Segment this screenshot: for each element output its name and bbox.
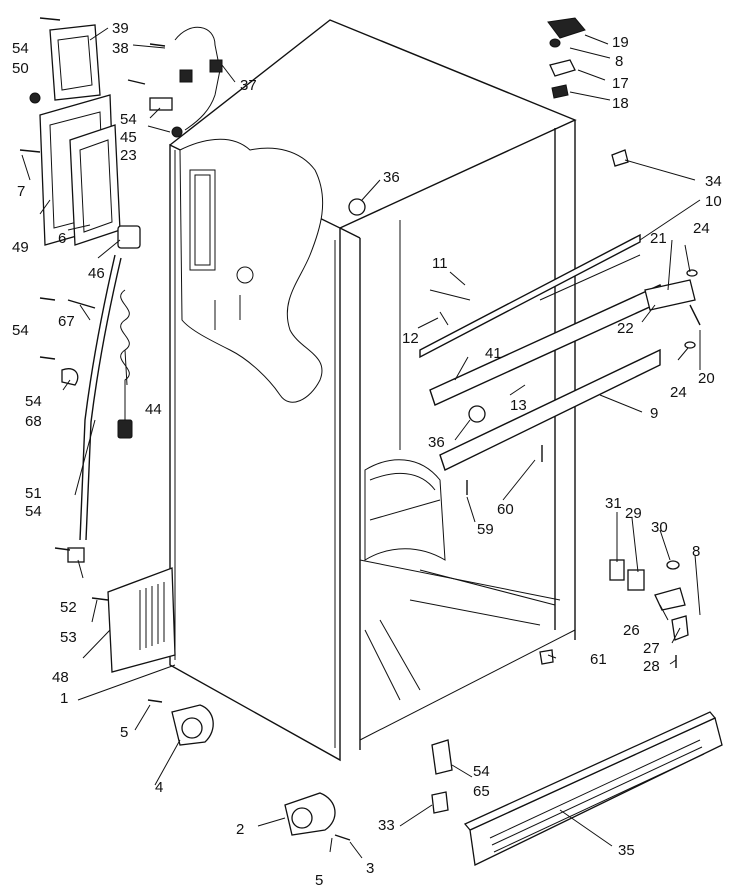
callout-13: 13 — [510, 397, 527, 414]
callout-54: 54 — [12, 40, 29, 57]
callout-24: 24 — [693, 220, 710, 237]
callout-1: 1 — [60, 690, 68, 707]
callout-31: 31 — [605, 495, 622, 512]
callout-11: 11 — [432, 255, 448, 272]
callout-8: 8 — [692, 543, 700, 560]
left-parts — [19, 17, 223, 703]
callout-67: 67 — [58, 313, 75, 330]
callout-26: 26 — [623, 622, 640, 639]
callout-49: 49 — [12, 239, 29, 256]
callout-54: 54 — [473, 763, 490, 780]
shelf-rails — [419, 233, 666, 471]
callout-24: 24 — [670, 384, 687, 401]
callout-54: 54 — [25, 393, 42, 410]
callout-5: 5 — [315, 872, 323, 889]
callout-17: 17 — [612, 75, 629, 92]
callout-36: 36 — [383, 169, 400, 186]
callout-45: 45 — [120, 129, 137, 146]
callout-21: 21 — [650, 230, 667, 247]
callout-8: 8 — [615, 53, 623, 70]
callout-20: 20 — [698, 370, 715, 387]
callout-34: 34 — [705, 173, 722, 190]
callout-22: 22 — [617, 320, 634, 337]
casters — [171, 704, 351, 841]
callout-38: 38 — [112, 40, 129, 57]
callout-7: 7 — [17, 183, 25, 200]
callout-61: 61 — [590, 651, 607, 668]
kick-plate — [463, 711, 723, 866]
callout-9: 9 — [650, 405, 658, 422]
callout-3: 3 — [366, 860, 374, 877]
hinge-parts — [348, 17, 701, 814]
callout-48: 48 — [52, 669, 69, 686]
callout-36: 36 — [428, 434, 445, 451]
callout-41: 41 — [485, 345, 502, 362]
callout-6: 6 — [58, 230, 66, 247]
callout-60: 60 — [497, 501, 514, 518]
cabinet-body — [169, 19, 577, 762]
callout-37: 37 — [240, 77, 257, 94]
callout-28: 28 — [643, 658, 660, 675]
callout-2: 2 — [236, 821, 244, 838]
callout-35: 35 — [618, 842, 635, 859]
callout-33: 33 — [378, 817, 395, 834]
callout-29: 29 — [625, 505, 642, 522]
callout-39: 39 — [112, 20, 129, 37]
callout-labels: 54 39 38 50 37 54 45 23 7 49 6 46 54 67 … — [12, 20, 722, 889]
callout-12: 12 — [402, 330, 419, 347]
callout-10: 10 — [705, 193, 722, 210]
callout-54: 54 — [25, 503, 42, 520]
callout-59: 59 — [477, 521, 494, 538]
callout-23: 23 — [120, 147, 137, 164]
callout-54: 54 — [120, 111, 137, 128]
callout-53: 53 — [60, 629, 77, 646]
callout-27: 27 — [643, 640, 660, 657]
leader-lines — [21, 27, 701, 859]
callout-19: 19 — [612, 34, 629, 51]
callout-51: 51 — [25, 485, 42, 502]
callout-54: 54 — [12, 322, 29, 339]
callout-68: 68 — [25, 413, 42, 430]
callout-4: 4 — [155, 779, 163, 796]
callout-52: 52 — [60, 599, 77, 616]
callout-46: 46 — [88, 265, 105, 282]
callout-5: 5 — [120, 724, 128, 741]
callout-18: 18 — [612, 95, 629, 112]
callout-65: 65 — [473, 783, 490, 800]
callout-50: 50 — [12, 60, 29, 77]
callout-30: 30 — [651, 519, 668, 536]
callout-44: 44 — [145, 401, 162, 418]
